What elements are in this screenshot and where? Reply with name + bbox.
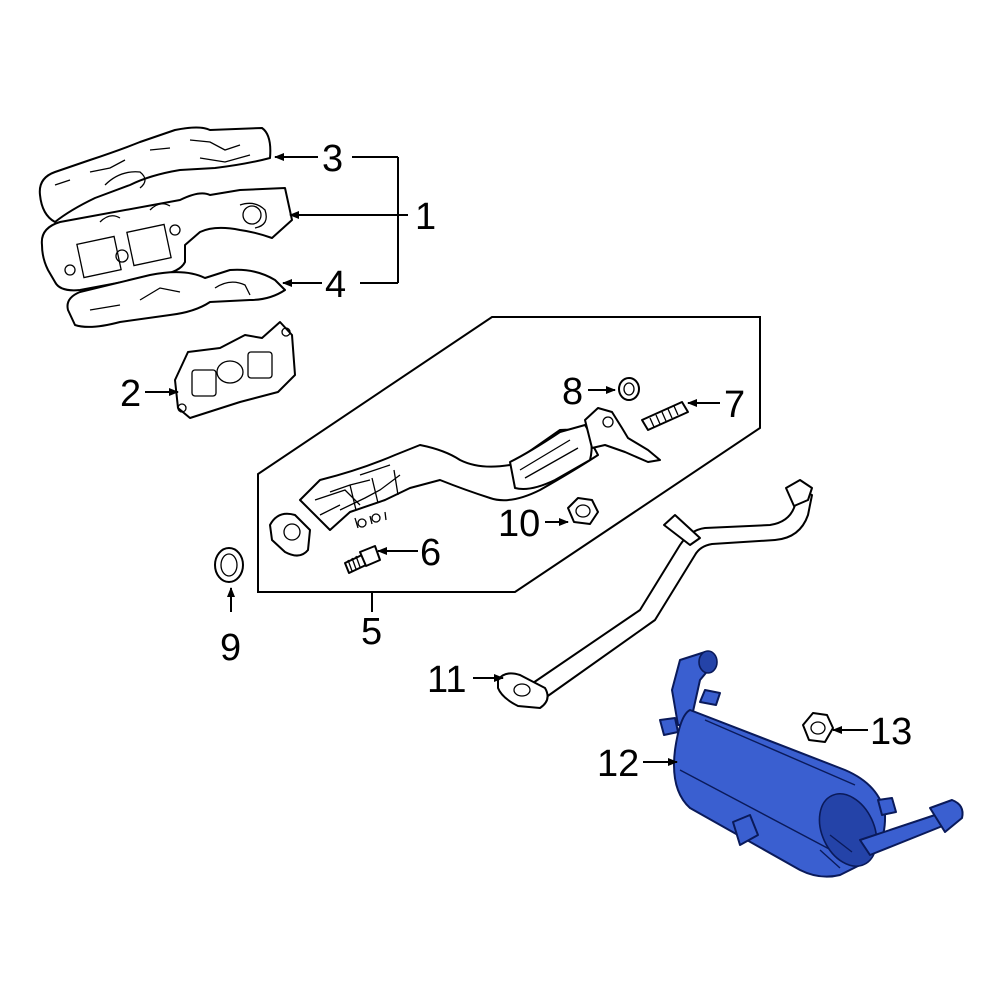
callout-1: 1 bbox=[415, 196, 436, 238]
intermediate-pipe-part[interactable] bbox=[497, 479, 813, 709]
lower-heat-shield-part[interactable] bbox=[66, 268, 286, 328]
callout-7: 7 bbox=[724, 384, 745, 426]
upper-heat-shield-part[interactable] bbox=[38, 126, 272, 223]
stud-part[interactable] bbox=[641, 401, 689, 431]
callout-3: 3 bbox=[322, 138, 343, 180]
callout-10: 10 bbox=[498, 503, 540, 545]
callout-labels: 1 2 3 4 5 6 7 8 9 10 11 12 13 bbox=[120, 138, 912, 785]
manifold-gasket-part[interactable] bbox=[174, 321, 296, 419]
front-pipe-converter-part[interactable] bbox=[269, 407, 661, 557]
exhaust-manifold-part[interactable] bbox=[40, 187, 293, 292]
callout-2: 2 bbox=[120, 373, 141, 415]
callout-11: 11 bbox=[427, 659, 466, 701]
callout-5: 5 bbox=[361, 611, 382, 653]
nut-part[interactable] bbox=[567, 497, 599, 525]
callout-8: 8 bbox=[562, 371, 583, 413]
callout-6: 6 bbox=[420, 532, 441, 574]
callout-12: 12 bbox=[597, 743, 639, 785]
callout-13: 13 bbox=[870, 711, 912, 753]
parts-group-box bbox=[257, 316, 761, 593]
muffler-part[interactable] bbox=[659, 650, 964, 878]
callout-4: 4 bbox=[325, 264, 346, 306]
bolt-part[interactable] bbox=[344, 545, 381, 574]
ring-gasket-part[interactable] bbox=[618, 377, 640, 401]
leader-lines bbox=[145, 153, 868, 766]
muffler-nut-part[interactable] bbox=[802, 712, 834, 743]
callout-9: 9 bbox=[220, 627, 241, 669]
flange-gasket-part[interactable] bbox=[214, 547, 244, 583]
